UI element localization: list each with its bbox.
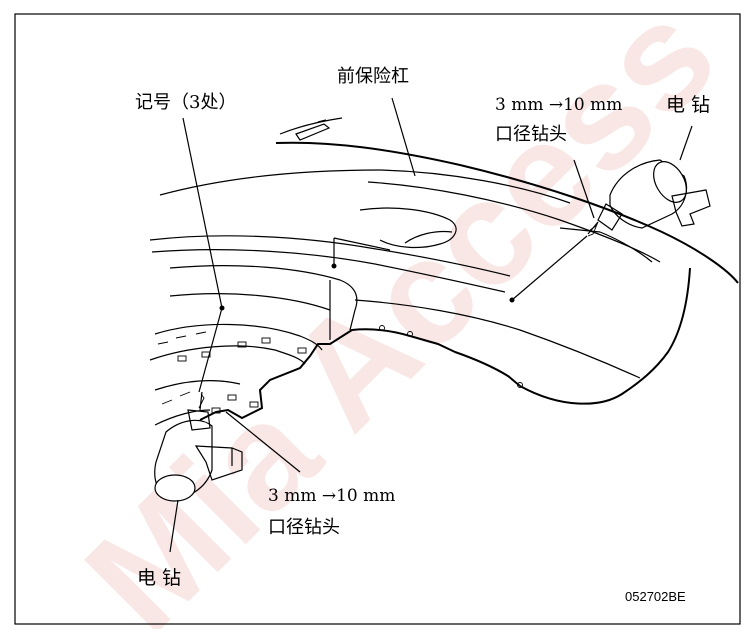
drill-bit-right-label: 口径钻头 (495, 124, 567, 145)
drill-size-left-label: 3 mm →10 mm (268, 486, 395, 506)
drill-size-right-label: 3 mm →10 mm (495, 95, 622, 115)
mounting-tabs (177, 325, 523, 414)
drill-bit-left-label: 口径钻头 (268, 517, 340, 538)
electric-drill-left-label: 电 钻 (137, 567, 181, 589)
bumper-label: 前保险杠 (337, 66, 409, 87)
front-bumper-illustration (149, 117, 739, 426)
electric-drill-right (587, 159, 711, 237)
figure-code: 052702BE (625, 589, 686, 604)
electric-drill-right-label: 电 钻 (666, 94, 710, 116)
electric-drill-left (154, 391, 243, 502)
marks-label: 记号（3处） (135, 92, 236, 113)
figure-frame (14, 13, 741, 625)
leader-lines (169, 97, 693, 553)
